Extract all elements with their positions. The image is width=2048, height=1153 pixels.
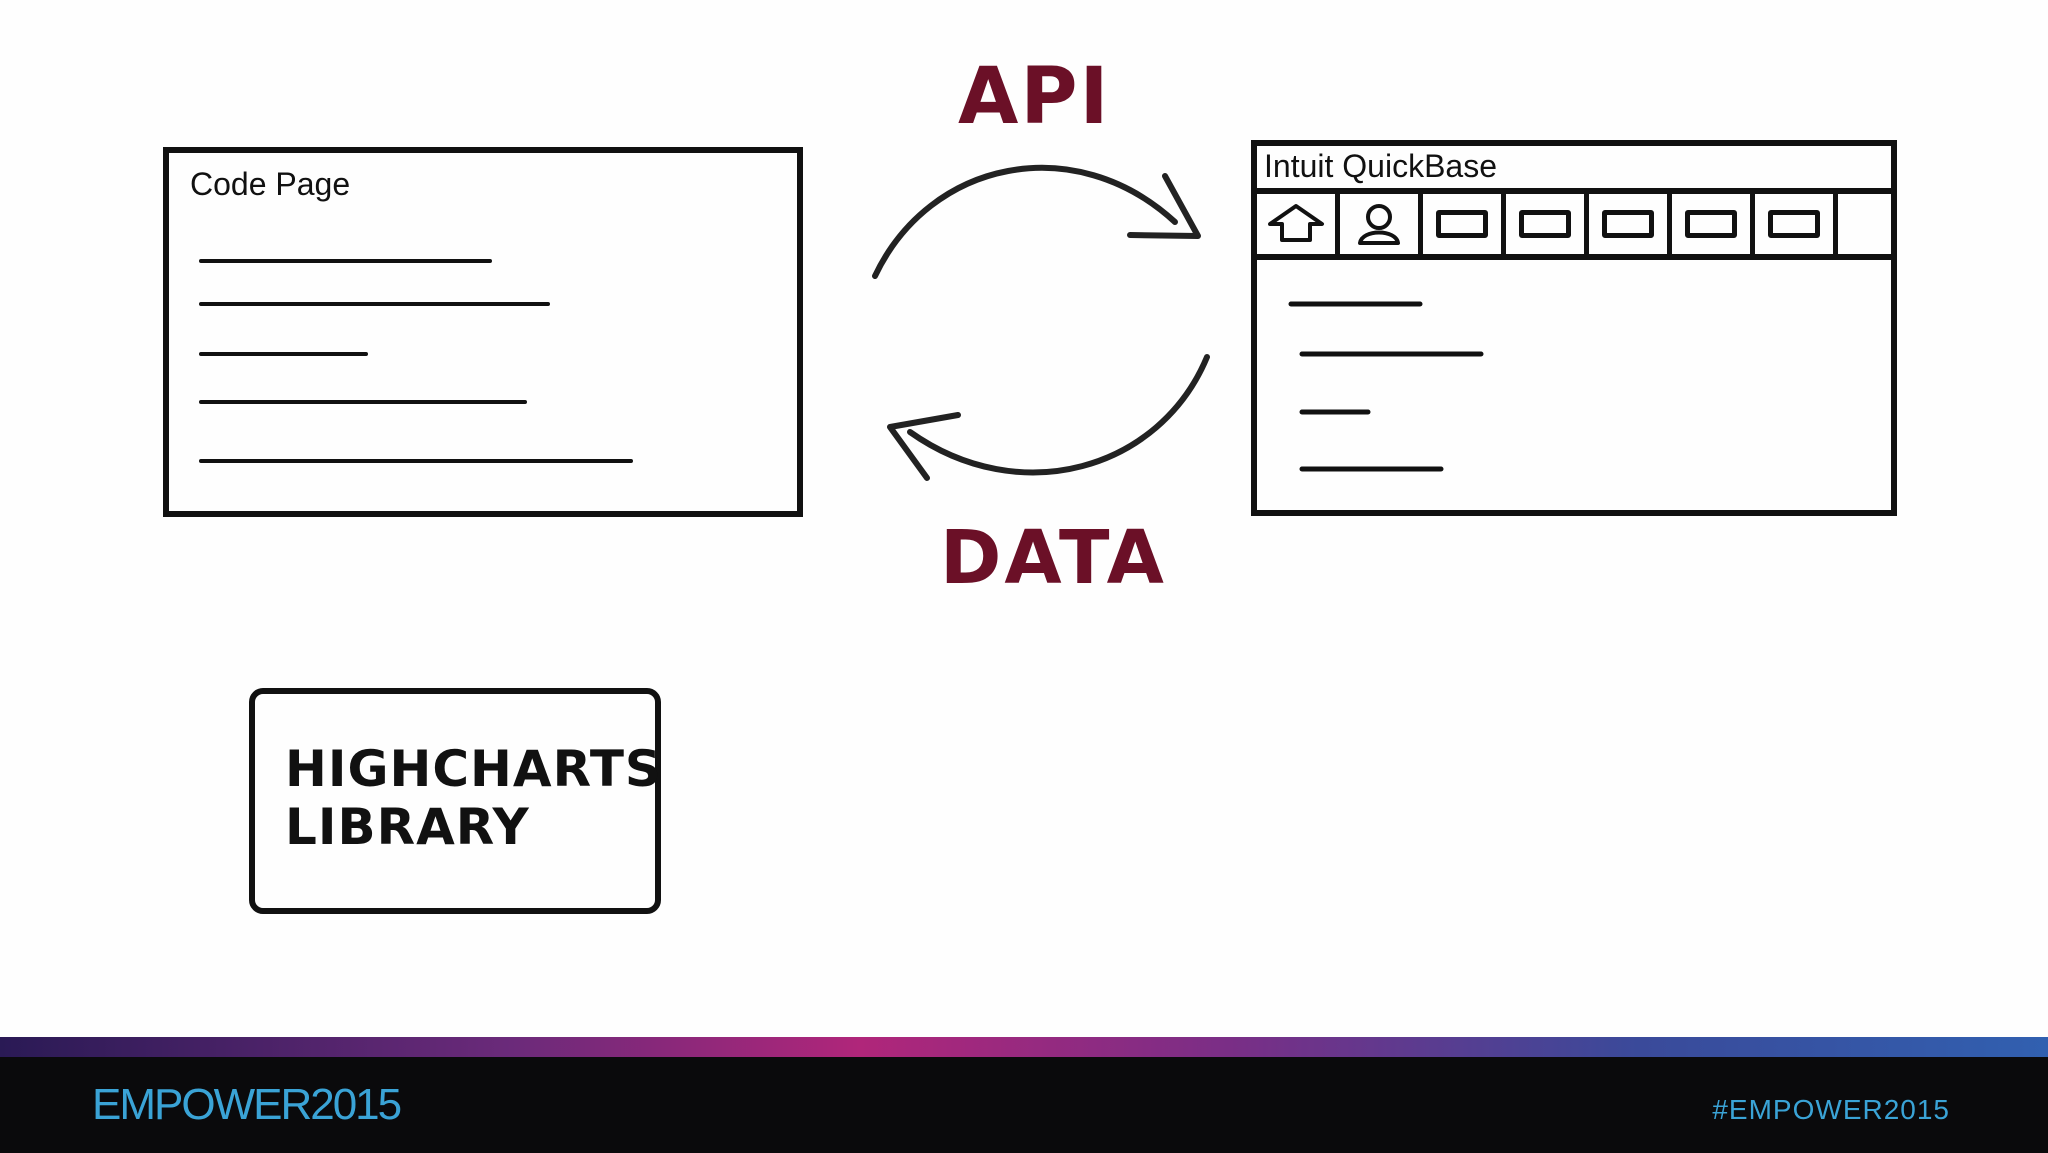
library-line-1: HIGHCHARTS	[285, 740, 662, 798]
quickbase-window	[1251, 140, 1897, 516]
toolbar-tab[interactable]	[1755, 194, 1838, 254]
toolbar-home[interactable]	[1257, 194, 1340, 254]
toolbar-tab[interactable]	[1589, 194, 1672, 254]
toolbar-tab[interactable]	[1423, 194, 1506, 254]
footer-gradient-strip	[0, 1037, 2048, 1057]
highcharts-library-box	[249, 688, 661, 914]
toolbar-tab[interactable]	[1506, 194, 1589, 254]
highcharts-library-label: HIGHCHARTS LIBRARY	[285, 740, 662, 856]
toolbar-user[interactable]	[1340, 194, 1423, 254]
diagram-lines	[199, 164, 1484, 481]
data-label: DATA	[940, 515, 1167, 601]
quickbase-title: Intuit QuickBase	[1264, 148, 1497, 184]
library-line-2: LIBRARY	[285, 798, 530, 856]
tab-icon	[1602, 210, 1654, 238]
toolbar-empty	[1838, 194, 1891, 254]
tab-icon	[1519, 210, 1571, 238]
slide-canvas	[0, 0, 2048, 1037]
code-page-title: Code Page	[190, 166, 351, 202]
api-arrow	[872, 164, 1201, 279]
qb-content-lines	[1288, 301, 1484, 472]
footer-hashtag: #EMPOWER2015	[1712, 1094, 1950, 1125]
api-label: API	[958, 52, 1111, 142]
footer-brand: EMPOWER2015	[92, 1080, 402, 1129]
quickbase-toolbar	[1257, 188, 1891, 260]
tab-icon	[1768, 210, 1820, 238]
tab-icon	[1436, 210, 1488, 238]
tab-icon	[1685, 210, 1737, 238]
user-icon	[1358, 204, 1400, 245]
code-page-box	[163, 147, 803, 517]
data-arrow	[887, 354, 1210, 481]
code-lines	[199, 259, 633, 463]
footer-bar	[0, 1057, 2048, 1153]
home-icon	[1268, 204, 1324, 242]
toolbar-tab[interactable]	[1672, 194, 1755, 254]
